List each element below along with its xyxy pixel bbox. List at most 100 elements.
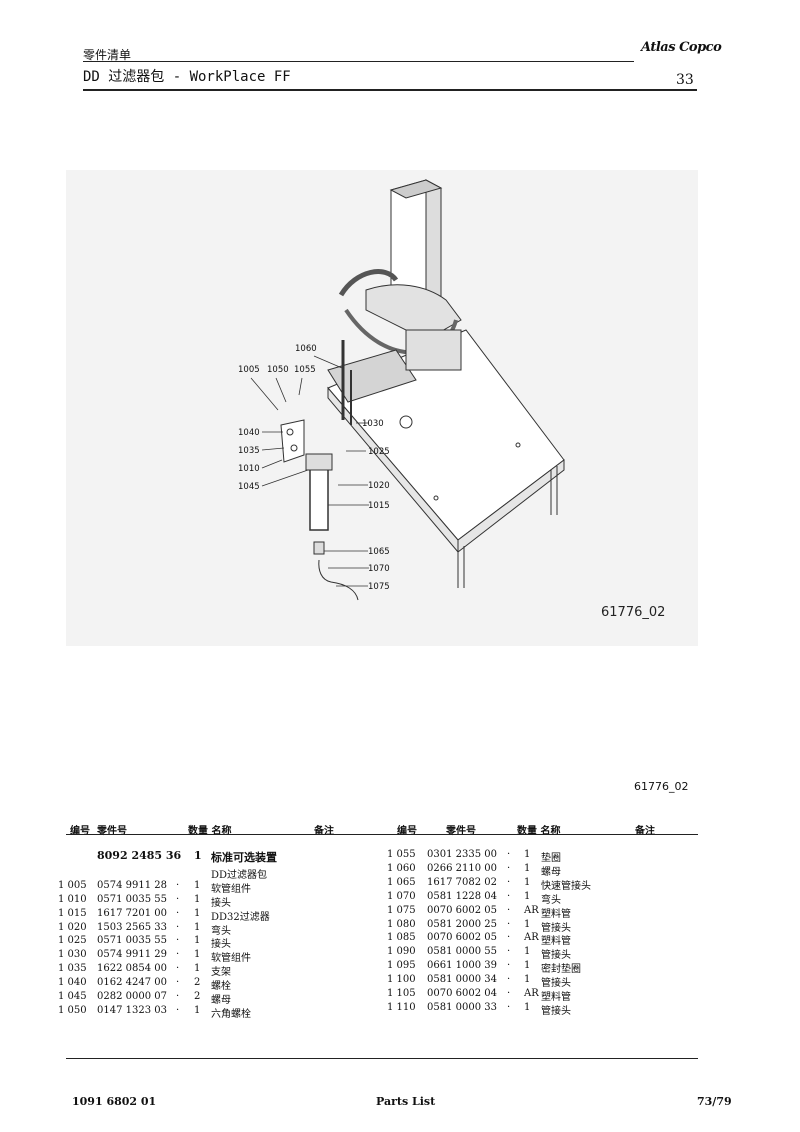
exploded-drawing: 1005 1050 1055 1060 1040 1035 1010 1045 … (66, 170, 698, 646)
cell-name: 六角螺栓 (211, 1008, 251, 1020)
footer-rule (66, 1058, 698, 1059)
cell-dot: · (507, 849, 511, 860)
cell-qty: AR (524, 904, 539, 916)
cell-part: 1622 0854 00 (97, 963, 167, 975)
filter-shape (309, 467, 329, 531)
cell-dot: · (507, 932, 511, 944)
cell-part: 0661 1000 39 (427, 960, 497, 972)
header-rule-top (83, 61, 634, 62)
cell-dot: · (176, 977, 180, 989)
cell-part: 0571 0035 55 (97, 935, 167, 947)
cell-qty: 1 (194, 949, 201, 961)
cell-part: 0574 9911 29 (97, 949, 167, 961)
cell-dot: · (176, 879, 180, 891)
callout-1025: 1025 (368, 447, 390, 457)
cell-dot: · (507, 890, 511, 902)
cell-name: 支架 (211, 967, 231, 979)
drawing-svg: 1005 1050 1055 1060 1040 1035 1010 1045 … (238, 179, 665, 620)
cell-qty: 1 (524, 876, 531, 888)
cell-dot: · (507, 946, 511, 958)
page-number: 33 (676, 72, 694, 88)
table-header-rule (66, 834, 698, 835)
cell-qty: 1 (524, 890, 531, 902)
cell-item: 1 020 (58, 921, 87, 933)
cell-part: 0301 2335 00 (427, 849, 497, 860)
cell-dot: · (507, 974, 511, 986)
cell-part: 0581 0000 34 (427, 974, 497, 986)
cell-dot: · (507, 876, 511, 888)
cell-part: 0581 2000 25 (427, 918, 497, 930)
cell-dot: · (507, 1001, 511, 1013)
cell-item: 1 090 (387, 946, 416, 958)
col-header-note-right: 备注 (635, 826, 655, 837)
col-header-part-right: 零件号 (446, 826, 476, 837)
cell-name: 接头 (211, 939, 231, 951)
cell-item: 1 100 (387, 974, 416, 986)
cell-name: 管接头 (541, 1005, 571, 1017)
cell-qty: 1 (194, 907, 201, 919)
drawing-image-label: 61776_02 (601, 605, 665, 620)
cell-part: 0282 0000 07 (97, 991, 167, 1002)
cell-name: 弯头 (211, 925, 231, 937)
cell-qty: 1 (524, 918, 531, 930)
cell-qty: 1 (524, 960, 531, 972)
cell-part: 0581 0000 55 (427, 946, 497, 958)
cell-name: 管接头 (541, 978, 571, 990)
cell-name: 垫圈 (541, 853, 561, 864)
callout-1050: 1050 (267, 365, 289, 375)
cell-qty: 1 (194, 935, 201, 947)
cell-qty: 1 (194, 879, 201, 891)
cell-item: 1 065 (387, 876, 416, 888)
cell-name: 管接头 (541, 922, 571, 934)
cell-name: DD32过滤器 (211, 911, 270, 923)
cell-item: 1 005 (58, 879, 87, 891)
cell-qty: 1 (524, 946, 531, 958)
cell-qty: AR (524, 988, 539, 999)
col-header-qty-name-right: 数量 名称 (517, 826, 561, 837)
cell-item: 1 075 (387, 904, 416, 916)
cell-dot: · (176, 935, 180, 947)
cell-qty: 1 (524, 862, 531, 874)
cell-dot: · (176, 949, 180, 961)
cell-name: 软管组件 (211, 953, 251, 965)
cell-name: 塑料管 (541, 908, 571, 920)
callout-1010: 1010 (238, 464, 260, 474)
cell-qty: 1 (524, 1001, 531, 1013)
cell-qty: 1 (194, 893, 201, 905)
cell-item: 1 060 (387, 862, 416, 874)
cell-name: DD过滤器包 (211, 869, 268, 881)
cell-name: 塑料管 (541, 992, 571, 1003)
cell-item: 1 110 (387, 1001, 416, 1013)
cell-qty: 1 (194, 1004, 201, 1016)
cell-part: 0147 1323 03 (97, 1004, 167, 1016)
cell-qty: 2 (194, 977, 201, 989)
cell-dot: · (176, 907, 180, 919)
cell-name: 接头 (211, 897, 231, 909)
cell-name: 管接头 (541, 950, 571, 962)
cell-part: 0162 4247 00 (97, 977, 167, 989)
cell-item: 1 035 (58, 963, 87, 975)
cell-item: 1 030 (58, 949, 87, 961)
cell-name: 弯头 (541, 894, 561, 906)
cell-name: 快速管接头 (541, 880, 591, 892)
cell-name: 塑料管 (541, 936, 571, 948)
callout-1040: 1040 (238, 428, 260, 438)
cell-part: 0070 6002 04 (427, 988, 497, 999)
cell-item: 1 010 (58, 893, 87, 905)
cell-dot: · (507, 988, 511, 999)
cell-item: 1 015 (58, 907, 87, 919)
callout-1045: 1045 (238, 482, 260, 492)
cell-item: 1 080 (387, 918, 416, 930)
cell-part: 0070 6002 05 (427, 932, 497, 944)
cell-dot: · (176, 921, 180, 933)
cell-qty: AR (524, 932, 539, 944)
cell-qty: 1 (194, 849, 202, 862)
cell-dot: · (176, 893, 180, 905)
callout-1070: 1070 (368, 564, 390, 574)
callout-1015: 1015 (368, 501, 390, 511)
cell-dot: · (176, 963, 180, 975)
cell-item: 1 070 (387, 890, 416, 902)
cell-name: 螺母 (541, 866, 561, 878)
cell-item: 1 085 (387, 932, 416, 944)
callout-1020: 1020 (368, 481, 390, 491)
